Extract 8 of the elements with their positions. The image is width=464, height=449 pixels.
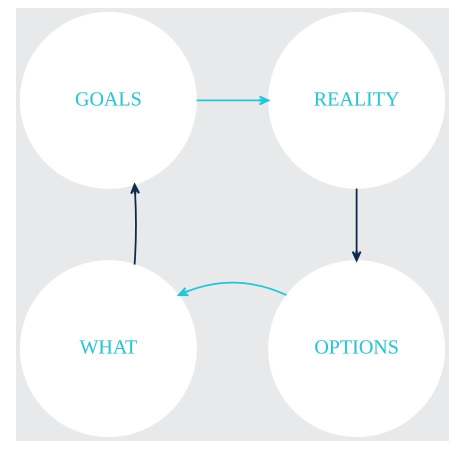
arrow xyxy=(351,188,361,262)
arrow xyxy=(196,96,269,106)
arrow xyxy=(130,184,140,265)
node-circle: GOALS xyxy=(19,12,196,189)
node-circle: OPTIONS xyxy=(268,260,445,438)
node-circle: WHAT xyxy=(19,260,196,438)
node-circle: REALITY xyxy=(268,12,445,189)
arrow xyxy=(177,282,286,296)
